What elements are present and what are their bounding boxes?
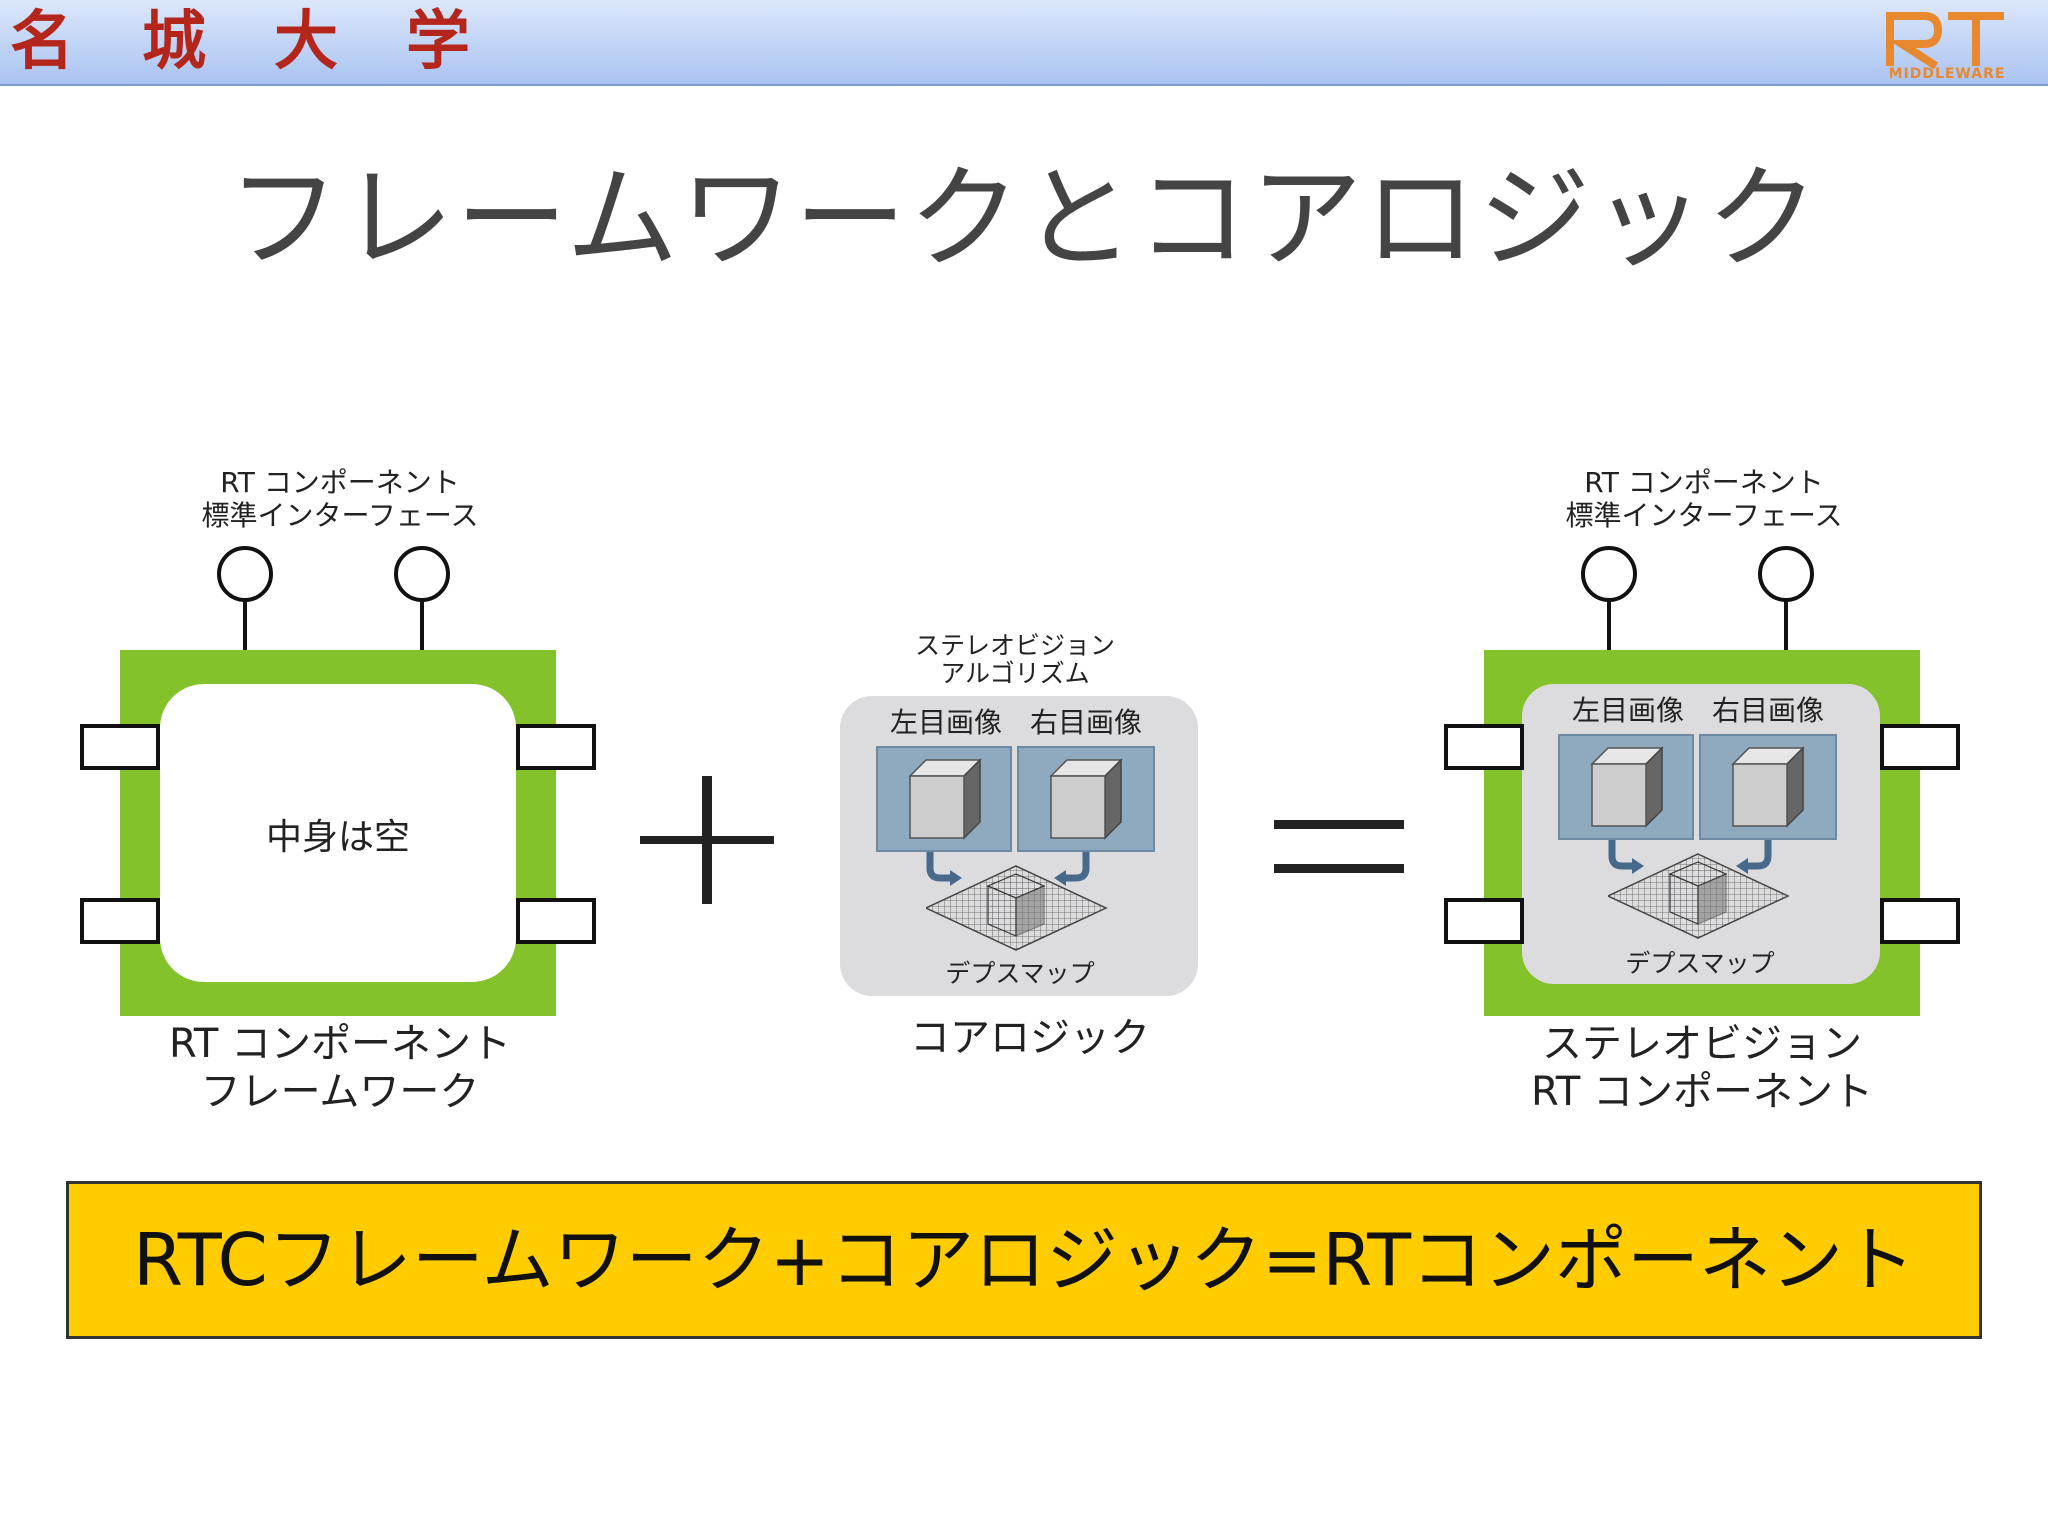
stereo-component-caption: ステレオビジョン RT コンポーネント	[1462, 1020, 1942, 1116]
depth-map-graphic	[1608, 853, 1789, 939]
interface-connector	[243, 600, 247, 650]
university-name: 名城大学	[10, 4, 538, 79]
slide-title: フレームワークとコアロジック	[227, 154, 1821, 284]
interface-label-line1: RT コンポーネント	[220, 466, 460, 499]
left-image-label: 左目画像	[1571, 694, 1684, 727]
framework-caption-line2: フレームワーク	[200, 1069, 480, 1115]
interface-label-line1: RT コンポーネント	[1584, 466, 1824, 499]
data-port-out	[516, 898, 596, 944]
framework-empty-core	[160, 684, 516, 982]
plus-sign-vertical	[702, 776, 712, 904]
right-image-label: 右目画像	[1029, 706, 1142, 739]
summary-banner	[66, 1181, 1982, 1339]
data-port-out	[1880, 898, 1960, 944]
interface-port-icon	[1758, 546, 1814, 602]
interface-connector	[1784, 600, 1788, 650]
left-eye-image	[1558, 734, 1694, 840]
header-bar	[0, 0, 2048, 86]
data-port-out	[516, 724, 596, 770]
interface-label-right: RT コンポーネント 標準インターフェース	[1524, 466, 1884, 532]
algorithm-label-line1: ステレオビジョン	[914, 631, 1115, 660]
data-port-in	[1444, 898, 1524, 944]
data-port-in	[80, 724, 160, 770]
stereo-caption-line2: RT コンポーネント	[1530, 1069, 1874, 1115]
right-eye-image	[1699, 734, 1837, 840]
core-logic-caption: コアロジック	[910, 1015, 1150, 1061]
left-eye-image	[876, 746, 1012, 852]
summary-text: RTCフレームワーク+コアロジック=RTコンポーネント	[132, 1218, 1916, 1302]
data-port-in	[80, 898, 160, 944]
cube-icon	[909, 759, 981, 839]
depth-map-label: デプスマップ	[945, 959, 1095, 988]
depth-map-label: デプスマップ	[1625, 949, 1775, 978]
interface-label-line2: 標準インターフェース	[1565, 499, 1843, 532]
right-eye-image	[1017, 746, 1155, 852]
rt-middleware-logo	[1886, 12, 2004, 70]
cube-icon	[1591, 747, 1663, 827]
framework-caption: RT コンポーネント フレームワーク	[100, 1020, 580, 1116]
left-image-label: 左目画像	[889, 706, 1002, 739]
interface-label-left: RT コンポーネント 標準インターフェース	[160, 466, 520, 532]
equals-sign-top	[1274, 820, 1404, 829]
interface-port-icon	[1581, 546, 1637, 602]
interface-port-icon	[394, 546, 450, 602]
logo-text: MIDDLEWARE	[1888, 66, 2006, 82]
interface-connector	[420, 600, 424, 650]
algorithm-label-line2: アルゴリズム	[940, 659, 1090, 688]
equals-sign-bottom	[1274, 864, 1404, 873]
interface-label-line2: 標準インターフェース	[201, 499, 479, 532]
interface-port-icon	[217, 546, 273, 602]
right-image-label: 右目画像	[1711, 694, 1824, 727]
data-port-in	[1444, 724, 1524, 770]
framework-caption-line1: RT コンポーネント	[168, 1021, 512, 1067]
interface-connector	[1607, 600, 1611, 650]
data-port-out	[1880, 724, 1960, 770]
empty-core-label: 中身は空	[265, 817, 410, 858]
algorithm-label: ステレオビジョン アルゴリズム	[850, 632, 1180, 688]
stereo-caption-line1: ステレオビジョン	[1542, 1021, 1862, 1067]
depth-map-graphic	[926, 865, 1107, 951]
cube-icon	[1732, 747, 1804, 827]
cube-icon	[1050, 759, 1122, 839]
